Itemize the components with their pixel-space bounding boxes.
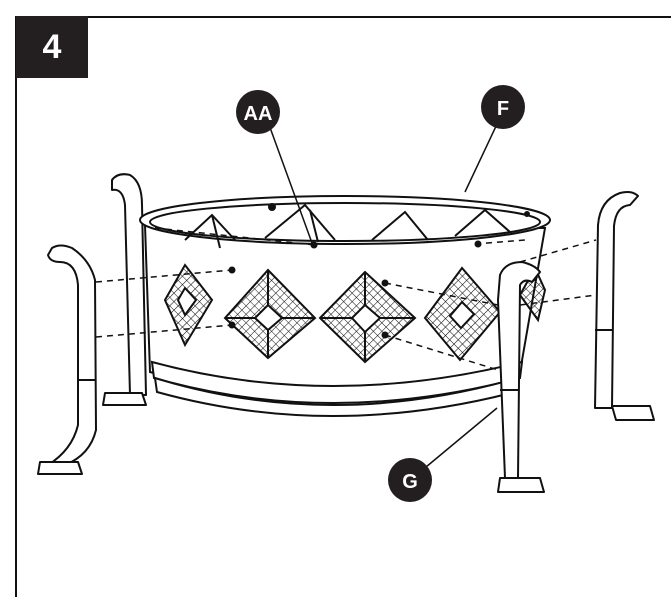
step-number-badge: 4 bbox=[16, 16, 88, 78]
callout-label-f: F bbox=[497, 98, 509, 120]
leg-front-left bbox=[37, 244, 97, 475]
bolts bbox=[228, 203, 530, 339]
callout-leg-g: G bbox=[388, 458, 432, 502]
callout-label-g: G bbox=[402, 471, 418, 493]
callout-hardware-aa: AA bbox=[236, 90, 280, 134]
bolt-guide-lines bbox=[95, 227, 597, 371]
bowl-diamond-cutouts bbox=[163, 263, 547, 364]
leg-back-left bbox=[102, 173, 147, 406]
callout-bowl-f: F bbox=[481, 85, 525, 129]
callout-label-aa: AA bbox=[244, 103, 273, 125]
diagram-frame bbox=[15, 16, 671, 597]
callout-leaders bbox=[267, 121, 499, 473]
leg-back-right bbox=[594, 191, 655, 421]
leg-front-right bbox=[497, 261, 545, 493]
